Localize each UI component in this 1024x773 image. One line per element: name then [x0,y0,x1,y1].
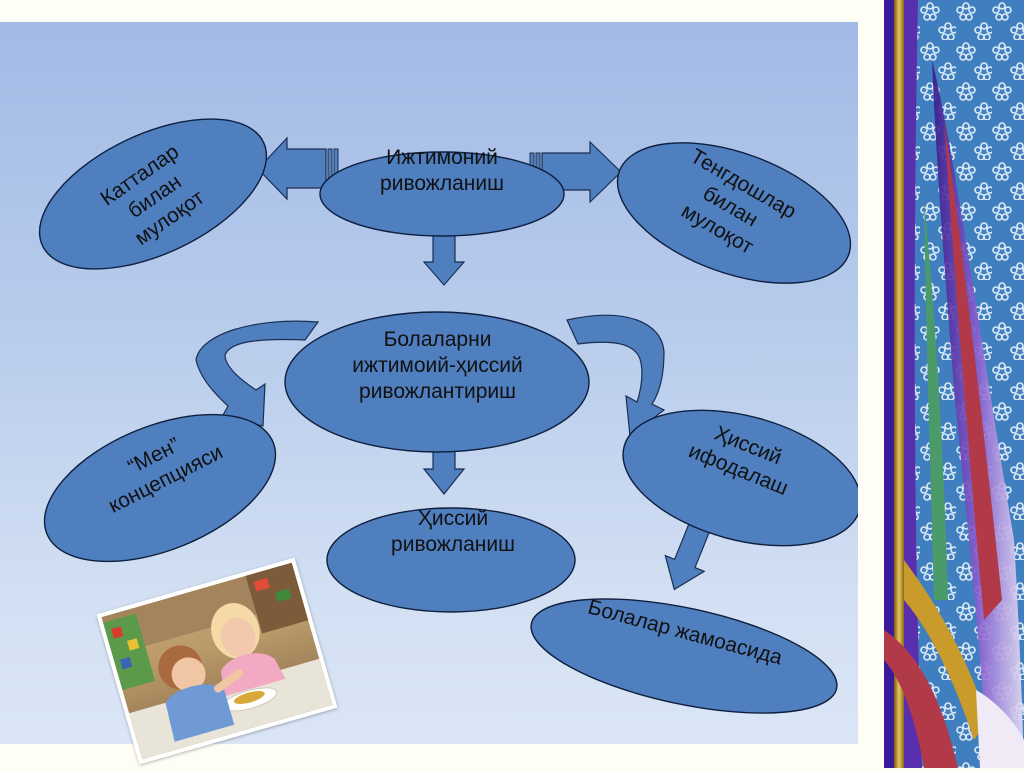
arrow-social-to-adults [257,136,339,201]
node-ellipse-emotional-dev [326,507,576,613]
node-label-center: Болаларни ижтимоий-ҳиссий ривожлантириш [352,328,523,403]
slide-background: Ижтимоний ривожланиш Катталар билан муло… [0,22,858,765]
nodes-layer [38,118,858,714]
node-ellipse-center [284,311,590,453]
arrow-center-to-emotional-expr [566,314,666,438]
node-ellipse-social [319,151,565,237]
children-photo [96,557,338,765]
node-ellipse-group [530,598,838,714]
node-ellipse-adults [38,118,268,270]
node-ellipse-peers [616,142,852,284]
node-label-emotional-dev: Ҳиссий ривожланиш [391,507,515,556]
node-ellipse-emotional-expr [622,409,858,547]
decorative-border [884,0,1024,768]
node-ellipse-self [43,413,277,563]
diagram-canvas [38,118,858,714]
node-label-social: Ижтимоний ривожланиш [380,146,504,195]
